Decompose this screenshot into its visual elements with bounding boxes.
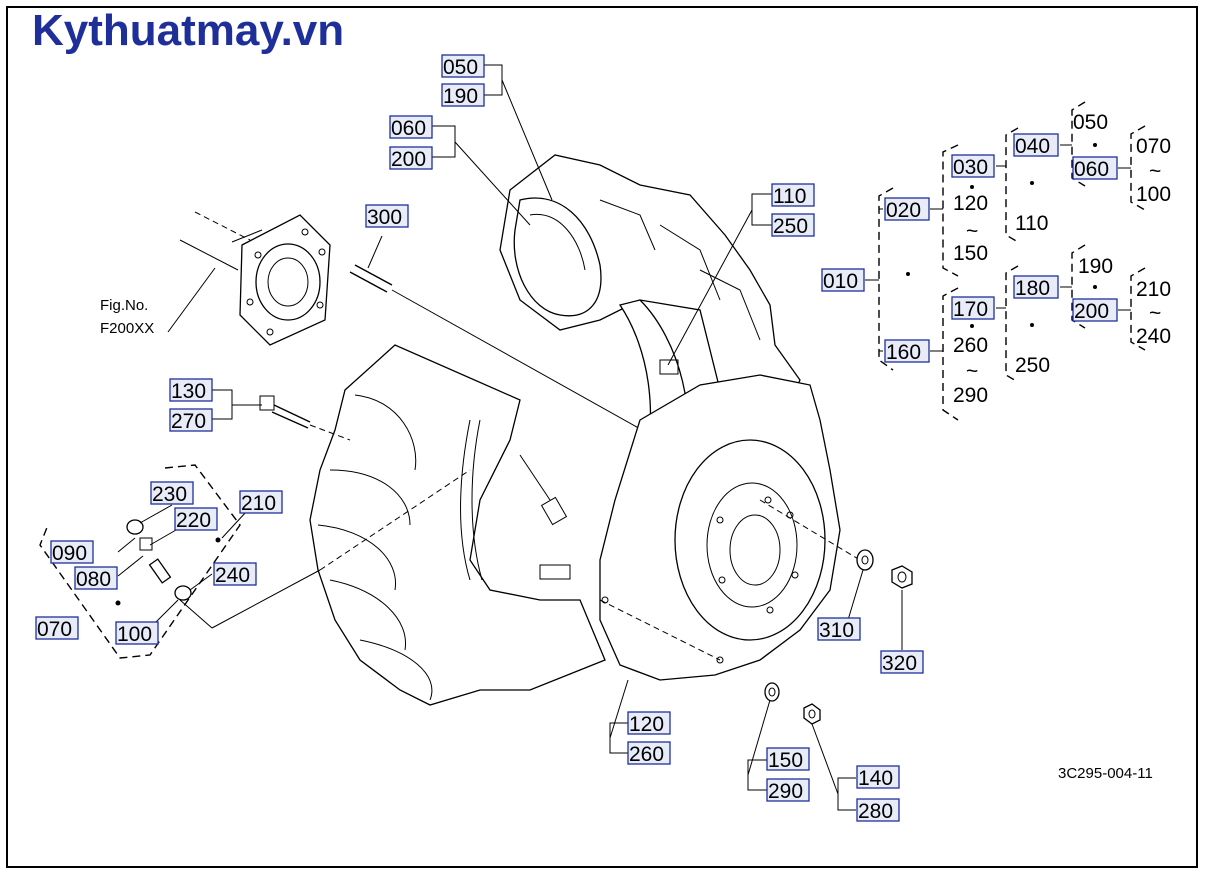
tree-020: 020 [886,199,921,222]
bolt-130 [259,395,351,441]
callout-140: 140 [858,767,893,790]
washer-150 [764,682,780,702]
callout-120: 120 [629,713,664,736]
tree-070: 070 [1136,135,1171,158]
callout-080: 080 [76,568,111,591]
drawing-code: 3C295-004-11 [1058,765,1153,782]
wheel-rim-disc [599,374,861,681]
callout-labels: 050 190 060 200 300 110 250 130 270 230 … [35,54,924,823]
tree-tilde-3: ~ [966,360,978,383]
tree-tilde-4: ~ [1149,302,1161,325]
tree-200: 200 [1074,300,1109,323]
tree-010: 010 [823,270,858,293]
callout-200: 200 [391,148,426,171]
tree-160: 160 [886,341,921,364]
valve-parts-group [39,464,471,659]
tire-front-half [309,344,606,706]
tree-110: 110 [1015,212,1048,235]
callout-300: 300 [367,206,402,229]
tree-190: 190 [1078,255,1113,278]
tree-tilde-1: ~ [966,220,978,243]
callout-280: 280 [858,800,893,823]
tree-290: 290 [953,384,988,407]
tree-250: 250 [1015,354,1050,377]
callout-130: 130 [171,380,206,403]
nut-140 [803,703,821,725]
tree-040: 040 [1015,135,1050,158]
callout-100: 100 [117,623,152,646]
callout-220: 220 [176,509,211,532]
callout-060: 060 [391,117,426,140]
axle-hub-flange [167,211,331,346]
part-structure-tree: 010 020 160 030 120 ~ 150 040 110 050 06… [821,101,1171,421]
tree-060: 060 [1074,158,1109,181]
tree-120: 120 [953,192,988,215]
nut-320 [891,565,913,650]
tree-180: 180 [1015,277,1050,300]
callout-210: 210 [241,492,276,515]
callout-260: 260 [629,743,664,766]
brand-logo-text: Kythuatmay.vn [32,6,345,55]
tree-030: 030 [953,156,988,179]
callout-070: 070 [37,618,72,641]
callout-240: 240 [215,564,250,587]
tree-100: 100 [1136,183,1171,206]
tree-050: 050 [1073,111,1108,134]
callout-310: 310 [819,619,854,642]
callout-230: 230 [152,483,187,506]
callout-290: 290 [768,780,803,803]
figure-ref-line1: Fig.No. [100,297,148,314]
tree-210: 210 [1136,278,1171,301]
callout-190: 190 [443,85,478,108]
stud-bolt [349,235,393,293]
tree-170: 170 [953,298,988,321]
callout-270: 270 [171,410,206,433]
callout-320: 320 [882,652,917,675]
figure-ref-line2: F200XX [100,320,154,337]
callout-090: 090 [52,542,87,565]
tree-150: 150 [953,242,988,265]
callout-110: 110 [773,185,806,208]
callout-050: 050 [443,56,478,79]
tree-240: 240 [1136,325,1171,348]
tree-tilde-2: ~ [1149,160,1161,183]
callout-250: 250 [773,215,808,238]
callout-150: 150 [768,749,803,772]
washer-310 [847,549,874,621]
diagram-frame [6,6,1198,868]
tree-260: 260 [953,334,988,357]
